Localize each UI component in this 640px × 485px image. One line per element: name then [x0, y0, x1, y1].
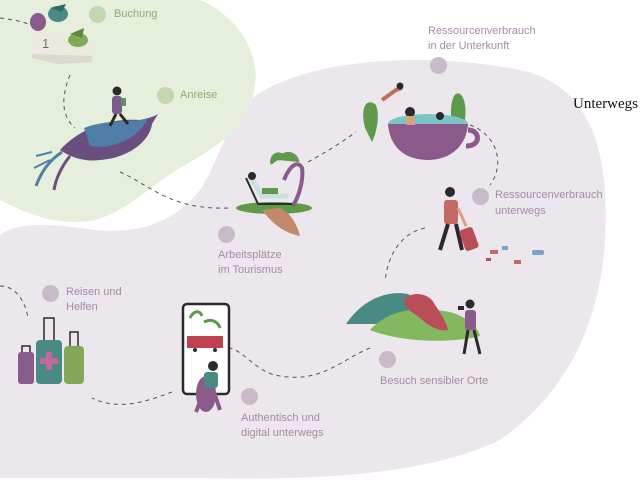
station-label-accommodation-line2: in der Unterkunft [428, 40, 510, 52]
station-label-arrival: Anreise [180, 89, 218, 101]
journey-path [0, 285, 29, 319]
station-marker-sensitive-sites [379, 351, 396, 368]
journey-path [469, 124, 499, 186]
station-label-resources-on-the-go-line2: unterwegs [495, 205, 546, 217]
station-label-jobs-line1: Arbeitsplätze [218, 249, 282, 261]
journey-path [229, 347, 371, 378]
station-label-resources-on-the-go-line1: Ressourcenverbrauch [495, 189, 603, 201]
station-label-jobs-line2: im Tourismus [218, 264, 283, 276]
journey-path [0, 17, 31, 26]
svg-text:1: 1 [42, 36, 49, 51]
journey-path [119, 171, 229, 209]
station-marker-jobs [218, 226, 235, 243]
station-marker-accommodation [430, 57, 447, 74]
main-journey-area [0, 60, 606, 479]
station-label-booking: Buchung [114, 8, 158, 20]
podium-birds-icon: 1 [30, 4, 92, 64]
luggage-icon [18, 317, 84, 384]
station-label-voluntourism-line1: Reisen und [66, 286, 122, 298]
journey-path [307, 131, 357, 163]
flying-bird-rider-icon [33, 86, 158, 191]
station-label-voluntourism-line2: Helfen [66, 301, 98, 313]
station-marker-voluntourism [42, 285, 59, 302]
journey-path [91, 391, 173, 405]
phone-traveler-icon [181, 302, 231, 413]
station-marker-booking [89, 6, 106, 23]
beach-lounger-icon [236, 152, 312, 236]
station-label-digital-line1: Authentisch und [241, 412, 320, 424]
station-marker-resources-on-the-go [472, 188, 489, 205]
cup-pool-icon [363, 82, 480, 160]
sensitive-site-icon [346, 293, 482, 355]
station-marker-digital [241, 388, 258, 405]
diagram-title: Unterwegs [573, 96, 638, 112]
station-label-sensitive-sites: Besuch sensibler Orte [380, 375, 489, 387]
station-label-digital-line2: digital unterwegs [241, 427, 324, 439]
station-label-accommodation-line1: Ressourcenverbrauch [428, 25, 536, 37]
station-marker-arrival [157, 87, 174, 104]
traveler-litter-icon [438, 187, 544, 264]
